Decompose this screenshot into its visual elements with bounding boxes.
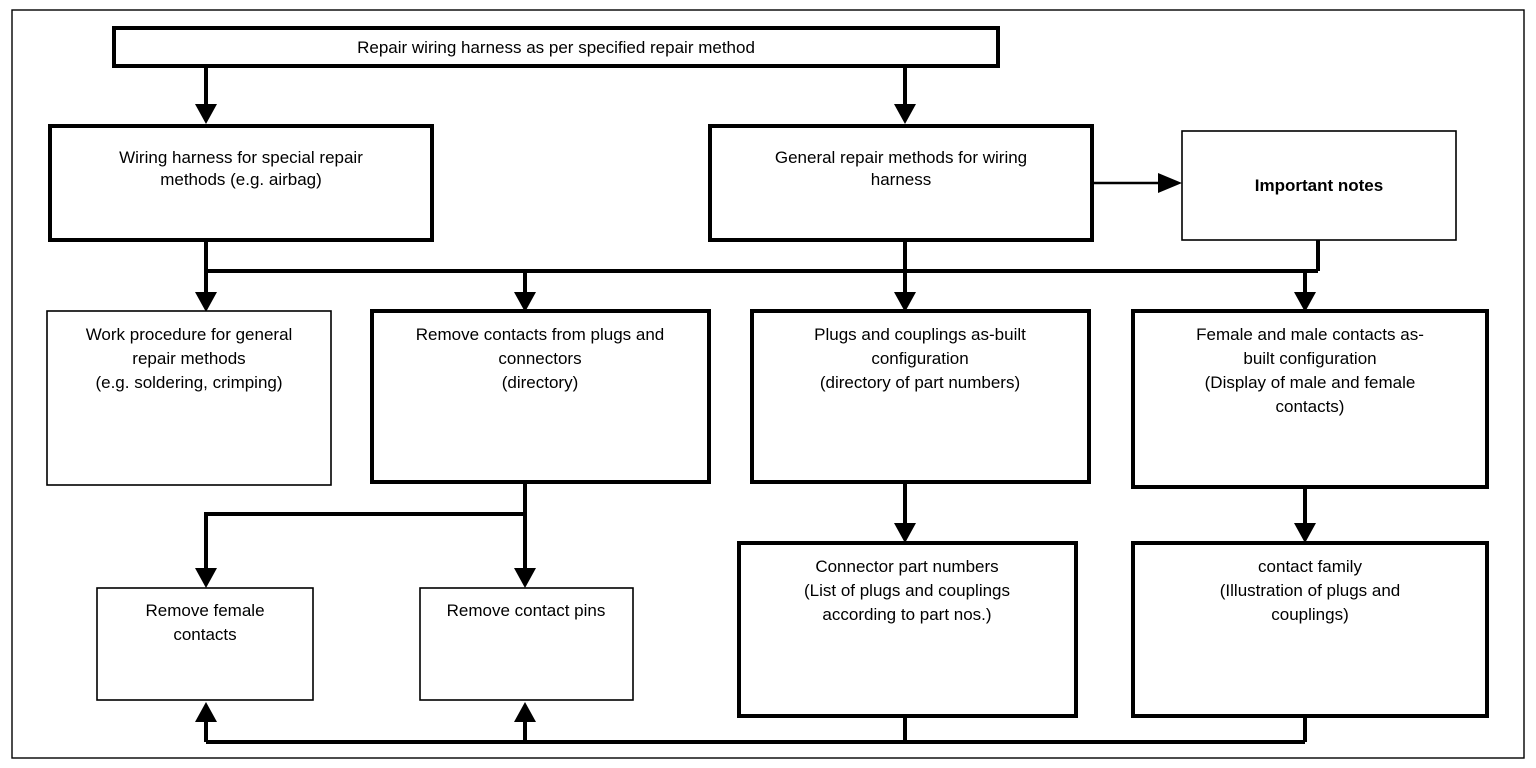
arrowhead-plugs-to-connector-numbers: [894, 523, 916, 543]
arrowhead-remove-contacts-to-female: [195, 568, 217, 588]
node-plugs-couplings-line-3: (directory of part numbers): [820, 373, 1020, 392]
node-plugs-couplings[interactable]: Plugs and couplings as-built configurati…: [750, 309, 1091, 484]
node-remove-contacts[interactable]: Remove contacts from plugs and connector…: [370, 309, 711, 484]
arrowhead-bus-to-remove-pins-up: [514, 702, 536, 722]
node-contact-family-line-3: couplings): [1271, 605, 1349, 624]
node-female-male-contacts-line-3: (Display of male and female: [1205, 373, 1416, 392]
arrowhead-general-to-notes: [1158, 173, 1182, 193]
node-remove-contacts-line-3: (directory): [502, 373, 579, 392]
node-remove-contacts-line-2: connectors: [498, 349, 581, 368]
node-plugs-couplings-line-2: configuration: [871, 349, 968, 368]
node-contact-family-line-1: contact family: [1258, 557, 1362, 576]
arrowhead-bus-to-work-procedure: [195, 292, 217, 312]
arrowhead-bus-to-plugs-couplings: [894, 292, 916, 312]
node-general-repair[interactable]: General repair methods for wiring harnes…: [708, 124, 1094, 242]
node-contact-family-line-2: (Illustration of plugs and: [1220, 581, 1401, 600]
node-remove-contact-pins-line-1: Remove contact pins: [447, 601, 606, 620]
node-work-procedure[interactable]: Work procedure for general repair method…: [46, 310, 332, 486]
node-special-repair-box[interactable]: [48, 124, 434, 242]
node-remove-female-contacts-line-2: contacts: [173, 625, 236, 644]
node-connector-part-numbers-box[interactable]: [737, 541, 1078, 718]
node-female-male-contacts-line-1: Female and male contacts as-: [1196, 325, 1424, 344]
node-important-notes-box[interactable]: [1181, 130, 1457, 241]
node-remove-contacts-line-1: Remove contacts from plugs and: [416, 325, 665, 344]
arrowhead-root-to-special: [195, 104, 217, 124]
node-female-male-contacts-line-2: built configuration: [1243, 349, 1376, 368]
node-connector-part-numbers-line-2: (List of plugs and couplings: [804, 581, 1010, 600]
arrowhead-bus-to-female-male: [1294, 292, 1316, 312]
edge-remove-contacts-to-female: [204, 512, 525, 572]
arrowhead-female-male-to-contact-family: [1294, 523, 1316, 543]
node-female-male-contacts[interactable]: Female and male contacts as- built confi…: [1131, 309, 1489, 489]
node-remove-contacts-box[interactable]: [370, 309, 711, 484]
node-root[interactable]: Repair wiring harness as per specified r…: [112, 26, 1000, 68]
connector-layer: [195, 66, 1320, 744]
node-work-procedure-line-3: (e.g. soldering, crimping): [95, 373, 282, 392]
arrowhead-bus-to-remove-female-up: [195, 702, 217, 722]
node-special-repair-line-1: Wiring harness for special repair: [119, 148, 363, 167]
node-connector-part-numbers[interactable]: Connector part numbers (List of plugs an…: [737, 541, 1078, 718]
node-work-procedure-line-1: Work procedure for general: [86, 325, 293, 344]
node-special-repair[interactable]: Wiring harness for special repair method…: [48, 124, 434, 242]
arrowhead-bus-to-remove-contacts: [514, 292, 536, 312]
node-general-repair-line-1: General repair methods for wiring: [775, 148, 1027, 167]
node-root-line-1: Repair wiring harness as per specified r…: [357, 38, 755, 57]
node-contact-family[interactable]: contact family (Illustration of plugs an…: [1131, 541, 1489, 718]
arrowhead-remove-contacts-to-pins: [514, 568, 536, 588]
node-special-repair-line-2: methods (e.g. airbag): [160, 170, 322, 189]
node-remove-contact-pins[interactable]: Remove contact pins: [419, 587, 634, 701]
node-female-male-contacts-box[interactable]: [1131, 309, 1489, 489]
node-contact-family-box[interactable]: [1131, 541, 1489, 718]
node-remove-female-contacts[interactable]: Remove female contacts: [96, 587, 314, 701]
diagram-frame: [11, 9, 1525, 759]
node-female-male-contacts-line-4: contacts): [1276, 397, 1345, 416]
node-work-procedure-line-2: repair methods: [132, 349, 245, 368]
node-important-notes-label: Important notes: [1255, 176, 1383, 195]
node-plugs-couplings-line-1: Plugs and couplings as-built: [814, 325, 1026, 344]
node-remove-contact-pins-box[interactable]: [419, 587, 634, 701]
node-work-procedure-box[interactable]: [46, 310, 332, 486]
node-plugs-couplings-box[interactable]: [750, 309, 1091, 484]
node-general-repair-line-2: harness: [871, 170, 931, 189]
node-general-repair-box[interactable]: [708, 124, 1094, 242]
node-connector-part-numbers-line-3: according to part nos.): [822, 605, 991, 624]
node-remove-female-contacts-line-1: Remove female: [145, 601, 264, 620]
node-remove-female-contacts-box[interactable]: [96, 587, 314, 701]
node-connector-part-numbers-line-1: Connector part numbers: [815, 557, 998, 576]
node-root-box[interactable]: [112, 26, 1000, 68]
arrowhead-root-to-general: [894, 104, 916, 124]
node-important-notes[interactable]: Important notes: [1181, 130, 1457, 241]
